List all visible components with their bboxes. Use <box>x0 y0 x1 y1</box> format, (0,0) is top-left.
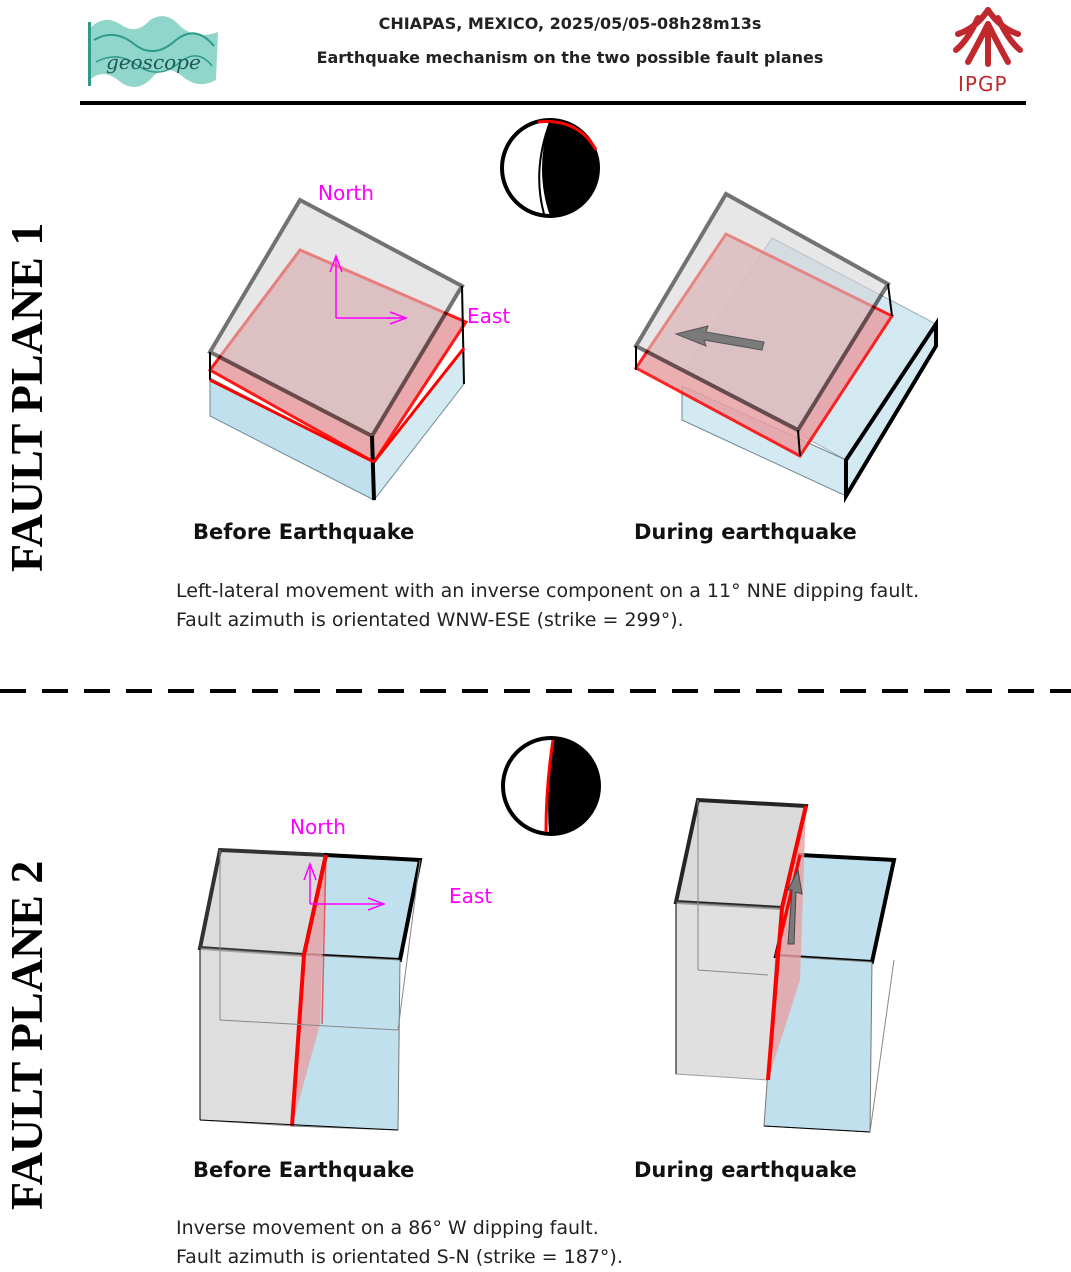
during-caption-plane2: During earthquake <box>634 1158 857 1182</box>
geoscope-logo-text: geoscope <box>106 50 201 74</box>
description-plane1-line1: Left-lateral movement with an inverse co… <box>176 580 920 602</box>
north-label-plane2: North <box>290 815 346 839</box>
description-plane1-line2: Fault azimuth is orientated WNW-ESE (str… <box>176 609 684 631</box>
north-label-plane1: North <box>318 181 374 205</box>
description-plane2-line1: Inverse movement on a 86° W dipping faul… <box>176 1217 599 1239</box>
compass-arrows-plane1 <box>329 253 409 325</box>
description-plane2: Inverse movement on a 86° W dipping faul… <box>176 1214 623 1272</box>
description-plane1: Left-lateral movement with an inverse co… <box>176 577 919 635</box>
east-label-plane1: East <box>467 304 511 328</box>
beachball-1 <box>500 118 600 218</box>
section-divider <box>0 689 1071 693</box>
geoscope-logo: geoscope <box>84 10 224 94</box>
block-diagram-plane1-before <box>207 197 469 502</box>
page-title: CHIAPAS, MEXICO, 2025/05/05-08h28m13s <box>378 14 762 33</box>
beachball-2 <box>501 736 601 836</box>
page-subtitle: Earthquake mechanism on the two possible… <box>316 48 824 67</box>
ipgp-logo: IPGP <box>948 4 1028 96</box>
header-divider <box>80 101 1026 105</box>
compass-arrows-plane2 <box>303 861 387 911</box>
east-label-plane2: East <box>449 884 493 908</box>
block-diagram-plane2-during <box>673 797 897 1133</box>
ipgp-logo-graphic <box>953 7 1023 67</box>
geoscope-logo-graphic <box>88 16 218 87</box>
block-diagram-plane1-during <box>633 191 938 504</box>
before-caption-plane2: Before Earthquake <box>193 1158 415 1182</box>
description-plane2-line2: Fault azimuth is orientated S-N (strike … <box>176 1246 623 1268</box>
before-caption-plane1: Before Earthquake <box>193 520 415 544</box>
during-caption-plane1: During earthquake <box>634 520 857 544</box>
block-diagram-plane2-before <box>197 847 423 1131</box>
ipgp-logo-text: IPGP <box>958 72 1008 96</box>
